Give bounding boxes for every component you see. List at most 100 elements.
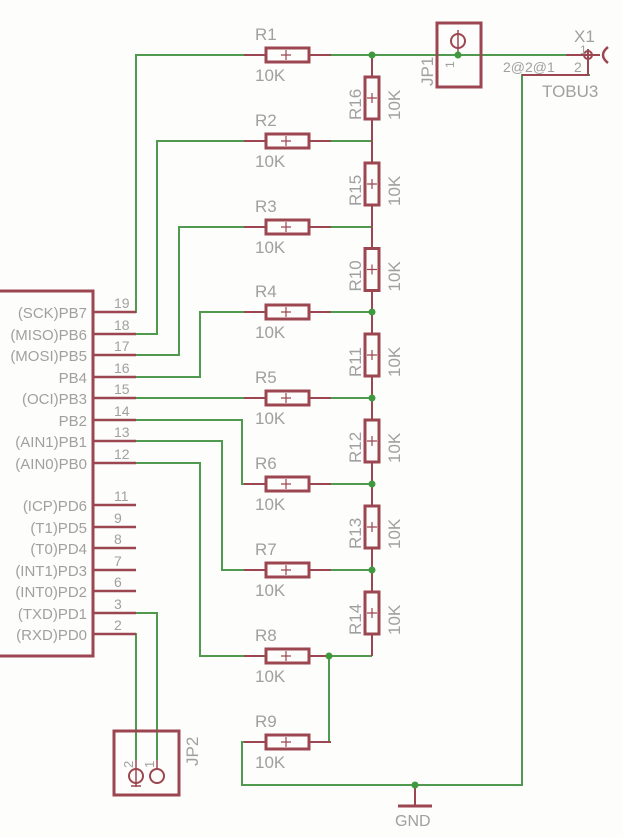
x1-pin2: 2: [574, 59, 582, 75]
jp2-name: JP2: [183, 737, 202, 766]
resistor-origin-mark: [367, 93, 377, 103]
jp1-pin: 1: [443, 61, 457, 68]
resistor-body: [264, 303, 311, 321]
pin-number: 3: [114, 596, 122, 612]
resistor-body: [264, 389, 311, 407]
wire-pb0-r8: [114, 462, 244, 657]
resistor-r4: R4 10K: [244, 282, 331, 342]
pin-number: 16: [114, 360, 130, 376]
portd-pin-2: 2(RXD)PD0: [16, 617, 136, 644]
resistor-r8: R8 10K: [244, 626, 331, 686]
resistor-name: R8: [255, 626, 277, 645]
resistor-body: [363, 161, 381, 207]
resistor-value: 10K: [385, 518, 404, 549]
junction-dot: [368, 308, 376, 316]
resistor-origin-mark: [367, 350, 377, 360]
portd-pin-9: 9 (T1)PD5: [30, 510, 136, 537]
pin-label: (SCK)PB7: [18, 305, 87, 322]
resistor-name: R2: [255, 111, 277, 130]
resistor-origin-mark: [281, 651, 291, 661]
portd-pin-8: 8(T0)PD4: [30, 531, 136, 558]
components: [0, 21, 609, 808]
resistor-value: 10K: [255, 667, 286, 686]
resistor-value: 10K: [255, 581, 286, 600]
resistor-origin-mark: [281, 479, 291, 489]
resistor-r16: R16 10K: [346, 55, 404, 141]
pin-number: 18: [114, 317, 130, 333]
x1-name: X1: [574, 27, 595, 46]
ic-body: [0, 289, 95, 658]
resistor-origin-mark: [367, 522, 377, 532]
resistor-name: R9: [255, 712, 277, 731]
resistor-value: 10K: [385, 604, 404, 635]
junction-dot: [368, 566, 376, 574]
resistor-value: 10K: [385, 432, 404, 463]
pin-number: 2: [114, 617, 122, 633]
resistor-name: R4: [255, 282, 277, 301]
resistor-origin-mark: [367, 179, 377, 189]
pin-label: (OCI)PB3: [22, 391, 87, 408]
resistor-r12: R12 10K: [346, 398, 404, 484]
resistor-name: R1: [255, 25, 277, 44]
pin-label: (TXD)PD1: [18, 606, 87, 623]
pin-label: (T0)PD4: [30, 541, 87, 558]
pin-label: (MOSI)PB5: [10, 348, 87, 365]
resistor-r5: R5 10K: [244, 368, 331, 428]
pin-number: 9: [114, 510, 122, 526]
resistor-value: 10K: [385, 261, 404, 292]
resistor-body: [363, 247, 381, 292]
resistor-name: R5: [255, 368, 277, 387]
wire-pb4-r4: [114, 311, 244, 378]
resistor-name: R12: [346, 432, 365, 463]
resistor-name: R16: [346, 89, 365, 120]
resistor-value: 10K: [255, 66, 286, 85]
resistor-r1: R1 10K: [244, 25, 331, 85]
resistor-value: 10K: [385, 89, 404, 120]
pin-label: (AIN0)PB0: [15, 456, 87, 473]
wires: [114, 54, 590, 786]
portb-pin-15: 15(OCI)PB3: [22, 381, 136, 408]
resistor-origin-mark: [367, 608, 377, 618]
pin-label: (INT1)PD3: [15, 563, 87, 580]
resistor-body: [363, 590, 381, 636]
pin-label: (AIN1)PB1: [15, 434, 87, 451]
wire-pb1-r7: [114, 440, 244, 571]
wire-r9-gnd: [241, 74, 590, 786]
junction-dot: [368, 51, 376, 59]
resistor-value: 10K: [385, 175, 404, 206]
pin-label: (T1)PD5: [30, 520, 87, 537]
resistor-origin-mark: [281, 136, 291, 146]
pin-number: 6: [114, 574, 122, 590]
resistor-body: [363, 504, 381, 550]
junction-dot: [454, 51, 462, 59]
jp1-name: JP1: [418, 57, 437, 86]
resistor-body: [264, 561, 311, 579]
resistor-value: 10K: [255, 323, 286, 342]
pin-label: PB4: [59, 370, 87, 387]
pin-label: (ICP)PD6: [23, 498, 87, 515]
x1-pad-text: 2@2@1: [503, 59, 555, 75]
resistor-value: 10K: [255, 409, 286, 428]
jp2-pin2: 2: [121, 761, 136, 768]
jp2-header: [112, 729, 181, 797]
portb-pin-13: 13(AIN1)PB1: [15, 424, 136, 451]
ic-pins: 19(SCK)PB718(MISO)PB617(MOSI)PB516PB415(…: [10, 295, 136, 644]
resistor-origin-mark: [281, 50, 291, 60]
resistor-origin-mark: [281, 307, 291, 317]
wire-pd0-jp2: [114, 633, 137, 760]
x1-connector: [522, 46, 609, 76]
pin-number: 19: [114, 295, 130, 311]
portb-pin-12: 12(AIN0)PB0: [15, 446, 136, 473]
pin-label: PB2: [59, 413, 87, 430]
x1-pin1: 1: [580, 43, 587, 57]
pin-label: (MISO)PB6: [10, 327, 87, 344]
resistor-body: [264, 475, 311, 493]
